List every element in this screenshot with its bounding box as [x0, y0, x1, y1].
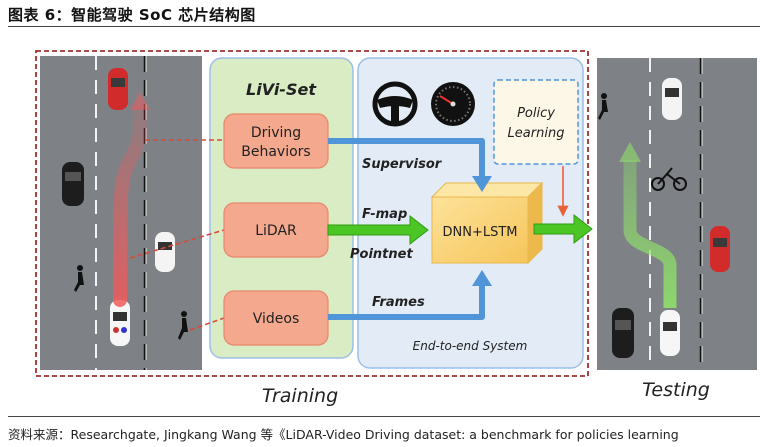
figure-title: 图表 6：智能驾驶 SoC 芯片结构图 [8, 6, 256, 24]
livi-set-title: LiVi-Set [246, 80, 317, 99]
svg-text:Learning: Learning [508, 126, 565, 141]
svg-text:LiDAR: LiDAR [255, 223, 297, 239]
white-car-icon [155, 232, 175, 272]
capture-connectors [129, 139, 225, 331]
source-note: 资料来源：Researchgate, Jingkang Wang 等《LiDAR… [8, 427, 679, 442]
pedestrian-icon [598, 93, 608, 120]
footer-rule [8, 416, 760, 417]
steering-wheel-icon [372, 81, 418, 127]
fmap-label: F-map [362, 207, 407, 222]
pedestrian-icon [178, 311, 188, 340]
system-caption: End-to-end System [413, 339, 528, 353]
training-label: Training [262, 385, 338, 407]
frames-label: Frames [372, 295, 425, 310]
speedometer-icon [431, 82, 475, 126]
title-rule [8, 26, 760, 27]
pedestrian-icon [74, 265, 84, 292]
ego-car-icon [660, 310, 680, 356]
black-car-icon [612, 308, 634, 358]
training-road-scene [40, 56, 202, 370]
training-frame [35, 50, 589, 377]
testing-label: Testing [642, 379, 710, 401]
input-videos: Videos [223, 290, 329, 346]
svg-text:Behaviors: Behaviors [241, 144, 310, 160]
red-car-icon [710, 226, 730, 272]
red-car-icon [108, 68, 128, 110]
input-lidar: LiDAR [223, 202, 329, 258]
supervisor-arrow: Supervisor [328, 138, 492, 192]
output-arrow [533, 213, 593, 245]
svg-text:Driving: Driving [251, 125, 301, 141]
supervisor-label: Supervisor [362, 157, 443, 172]
policy-learning-box: Policy Learning [493, 79, 579, 165]
black-car-icon [62, 162, 84, 206]
model-label: DNN+LSTM [442, 225, 517, 240]
testing-road-scene [597, 58, 757, 370]
white-car-icon [662, 78, 682, 120]
model-box: DNN+LSTM [430, 181, 544, 265]
lidar-arrow: F-map Pointnet [327, 207, 429, 262]
ego-car-icon [110, 300, 130, 346]
svg-text:Videos: Videos [253, 311, 300, 327]
bicycle-icon [651, 167, 687, 191]
pointnet-label: Pointnet [350, 247, 413, 262]
frames-arrow: Frames [328, 270, 492, 320]
input-driving-behaviors: Driving Behaviors [223, 113, 329, 169]
svg-text:Policy: Policy [517, 106, 555, 121]
